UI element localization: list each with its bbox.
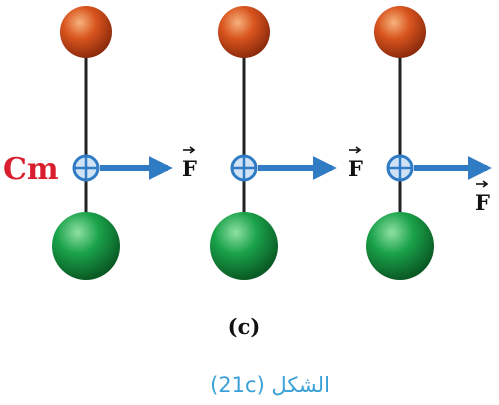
force-label-3: F: [475, 181, 490, 215]
molecule-1-top-ball: [60, 6, 112, 58]
molecule-2-top-ball: [218, 6, 270, 58]
molecule-2-bottom-ball: [210, 212, 278, 280]
force-label-2: F: [348, 147, 363, 181]
force-label-1: F: [182, 147, 197, 181]
molecule-1-cm-symbol: [74, 156, 98, 180]
figure-caption: الشكل (21c): [210, 373, 330, 397]
svg-text:F: F: [475, 190, 490, 215]
svg-text:F: F: [182, 156, 197, 181]
molecule-1: [52, 6, 168, 280]
svg-text:F: F: [348, 156, 363, 181]
molecule-3-top-ball: [374, 6, 426, 58]
cm-label: Cm: [3, 152, 59, 187]
molecule-3-bottom-ball: [366, 212, 434, 280]
molecule-2-cm-symbol: [232, 156, 256, 180]
molecule-2: [210, 6, 332, 280]
molecule-3-cm-symbol: [388, 156, 412, 180]
molecule-3: [366, 6, 487, 280]
subfigure-label: (c): [228, 314, 261, 339]
molecule-1-bottom-ball: [52, 212, 120, 280]
